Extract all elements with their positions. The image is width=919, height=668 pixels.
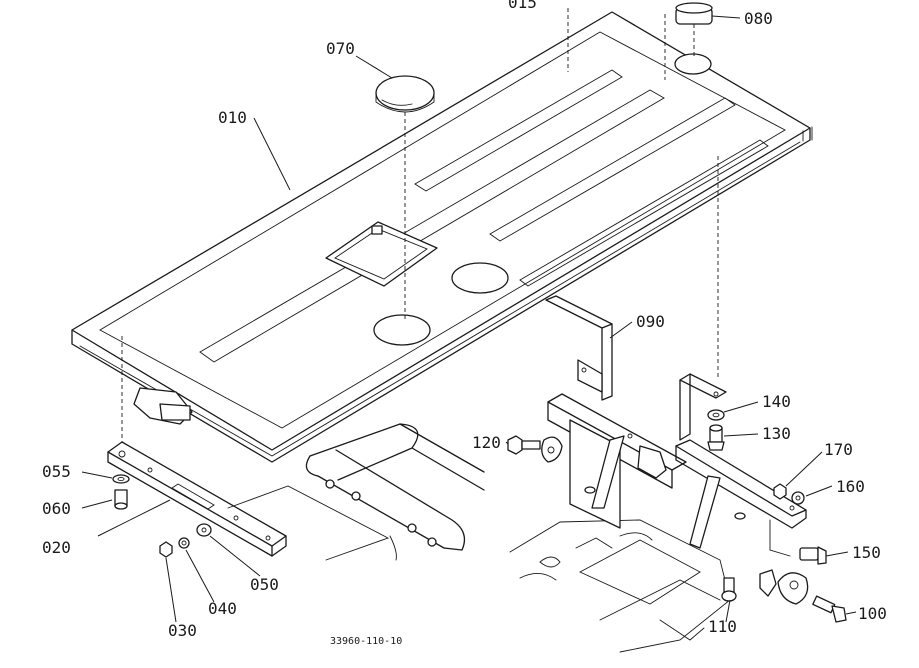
label-080: 080 — [744, 9, 773, 28]
label-015: 015 — [508, 0, 537, 12]
label-110: 110 — [708, 617, 737, 636]
label-120: 120 — [472, 433, 501, 452]
alignment-lines — [121, 8, 719, 458]
label-100: 100 — [858, 604, 887, 623]
bolt-100 — [759, 569, 847, 623]
nut-170 — [773, 483, 787, 500]
bolt-150 — [799, 546, 827, 565]
washer-040 — [178, 537, 190, 549]
bolt-055-washer — [112, 474, 130, 484]
drawing-number: 33960-110-10 — [330, 636, 402, 647]
bolt-130 — [707, 424, 725, 451]
rubber-plug-070 — [375, 75, 435, 113]
chassis-frame — [227, 423, 731, 653]
left-bracket — [107, 441, 287, 557]
leader-lines — [81, 15, 857, 623]
bolt-060 — [114, 489, 128, 510]
floor-plate — [71, 11, 813, 463]
label-130: 130 — [762, 424, 791, 443]
label-050: 050 — [250, 575, 279, 594]
label-040: 040 — [208, 599, 237, 618]
label-170: 170 — [824, 440, 853, 459]
rubber-plug-080 — [675, 2, 713, 25]
washer-050 — [196, 523, 212, 537]
label-140: 140 — [762, 392, 791, 411]
label-150: 150 — [852, 543, 881, 562]
nut-030 — [159, 541, 173, 558]
washer-140 — [707, 409, 725, 421]
label-020: 020 — [42, 538, 71, 557]
bolt-120 — [507, 435, 563, 463]
label-070: 070 — [326, 39, 355, 58]
label-060: 060 — [42, 499, 71, 518]
bracket-090 — [545, 295, 807, 557]
label-090: 090 — [636, 312, 665, 331]
label-160: 160 — [836, 477, 865, 496]
washer-160 — [791, 491, 805, 505]
label-030: 030 — [168, 621, 197, 640]
bolt-110 — [721, 577, 737, 602]
label-055: 055 — [42, 462, 71, 481]
callout-labels: 010 015 070 080 090 055 060 020 030 040 … — [42, 0, 887, 647]
label-010: 010 — [218, 108, 247, 127]
